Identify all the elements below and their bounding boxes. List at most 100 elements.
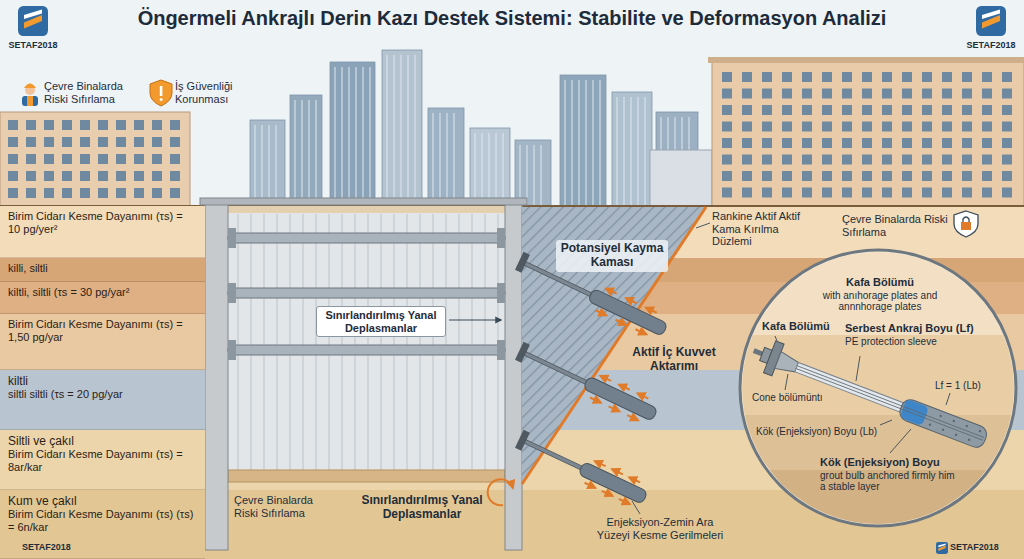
building-window xyxy=(44,154,54,164)
building-window xyxy=(116,120,126,130)
tower-window-line xyxy=(482,133,483,206)
building-window xyxy=(962,188,972,198)
shear-arrow xyxy=(609,406,620,411)
building-window xyxy=(882,89,892,99)
building-window xyxy=(722,122,732,132)
anchor-head xyxy=(515,252,530,273)
strut xyxy=(228,288,505,298)
shear-arrow xyxy=(638,393,649,398)
shear-arrow xyxy=(619,385,630,390)
force-label: Aktif İç Kuvvet Aktarımı xyxy=(624,346,724,374)
tower-window-line xyxy=(401,55,402,206)
dimension-label: Lf = 1 (Lb) xyxy=(935,380,997,392)
building-window xyxy=(842,188,852,198)
building-window xyxy=(782,105,792,115)
anchor-tendon xyxy=(521,350,589,385)
part-name: Serbest Ankraj Boyu (Lf) xyxy=(845,322,990,335)
tower-window-line xyxy=(489,133,490,206)
building-window xyxy=(922,105,932,115)
building-window xyxy=(26,171,36,181)
grout-texture-dot xyxy=(954,433,957,436)
tower-window-line xyxy=(579,80,580,206)
tower-window-line xyxy=(638,97,639,206)
shear-arrow xyxy=(612,469,623,474)
building-window xyxy=(134,120,144,130)
building-window xyxy=(742,188,752,198)
building-window xyxy=(134,171,144,181)
building-window xyxy=(862,188,872,198)
tower-window-line xyxy=(454,113,455,206)
tower-window-line xyxy=(356,67,357,206)
building-window xyxy=(134,137,144,147)
benefit-label: Çevre Binalarda Riski Sıfırlama xyxy=(44,80,144,105)
layer-property: killi, siltli xyxy=(8,262,197,275)
sheet-pile-line xyxy=(419,214,420,470)
building-window xyxy=(170,188,180,198)
building-window xyxy=(902,72,912,82)
building-window xyxy=(822,171,832,181)
sheet-pile-line xyxy=(237,214,238,470)
building-window xyxy=(882,72,892,82)
rotation-arrow xyxy=(488,479,513,505)
grout-bulb xyxy=(583,376,658,421)
building-window xyxy=(80,137,90,147)
building-window xyxy=(742,89,752,99)
tower-window-line xyxy=(624,97,625,206)
leader-line xyxy=(890,429,911,453)
building-window xyxy=(922,171,932,181)
sky xyxy=(0,0,1024,206)
tower-window-line xyxy=(565,80,566,206)
building-window xyxy=(80,154,90,164)
logo-text: SETAF2018 xyxy=(950,542,1020,552)
building-window xyxy=(802,188,812,198)
tower-window-line xyxy=(363,67,364,206)
retaining-wall xyxy=(505,200,522,550)
building-window xyxy=(762,105,772,115)
building-window xyxy=(942,72,952,82)
anchor-head xyxy=(515,430,530,451)
logo-mark xyxy=(936,542,948,554)
tower-window-line xyxy=(572,80,573,206)
building-window xyxy=(842,138,852,148)
tower-window-line xyxy=(370,67,371,206)
sheet-pile-line xyxy=(393,214,394,470)
building-window xyxy=(942,155,952,165)
tower-window-line xyxy=(475,133,476,206)
building-window xyxy=(1002,138,1012,148)
building-window xyxy=(962,122,972,132)
building-window xyxy=(802,89,812,99)
bulb-section xyxy=(900,399,930,426)
layer-property: Birim Cidarı Kesme Dayanımı (τs) = 1,50 … xyxy=(8,318,197,344)
grout-bulb xyxy=(588,288,668,336)
tower-window-line xyxy=(527,145,528,206)
leader-line xyxy=(856,356,860,381)
layer-property: kiltli, siltli (τs = 30 pg/yar² xyxy=(8,286,197,299)
building-window xyxy=(782,155,792,165)
soil-layer-band: killi, siltli xyxy=(0,258,205,282)
layer-name: Siltli ve çakıl xyxy=(8,434,197,448)
strut xyxy=(228,233,505,243)
building-window xyxy=(742,155,752,165)
soil-layer-band: kiltlisiltli siltli (τs = 20 pg/yar xyxy=(0,370,205,430)
tower-window-line xyxy=(447,113,448,206)
building-window xyxy=(802,122,812,132)
part-name: Kök (Enjeksiyon) Boyu (Lb) xyxy=(756,426,891,438)
building-window xyxy=(742,138,752,148)
building-window xyxy=(62,137,72,147)
layer-name: Kum ve çakıl xyxy=(8,494,197,508)
tower-window-line xyxy=(335,67,336,206)
building-window xyxy=(942,105,952,115)
shear-arrow xyxy=(619,499,630,504)
tower-window-line xyxy=(276,125,277,206)
waler xyxy=(497,228,505,248)
building-window xyxy=(822,105,832,115)
leader-line xyxy=(696,223,710,228)
building-window xyxy=(26,154,36,164)
building-window xyxy=(982,155,992,165)
shear-arrow xyxy=(616,320,627,325)
building-window xyxy=(962,138,972,148)
building-window xyxy=(882,188,892,198)
building-window xyxy=(882,155,892,165)
sheet-pile-line xyxy=(354,214,355,470)
city-tower xyxy=(560,75,606,206)
